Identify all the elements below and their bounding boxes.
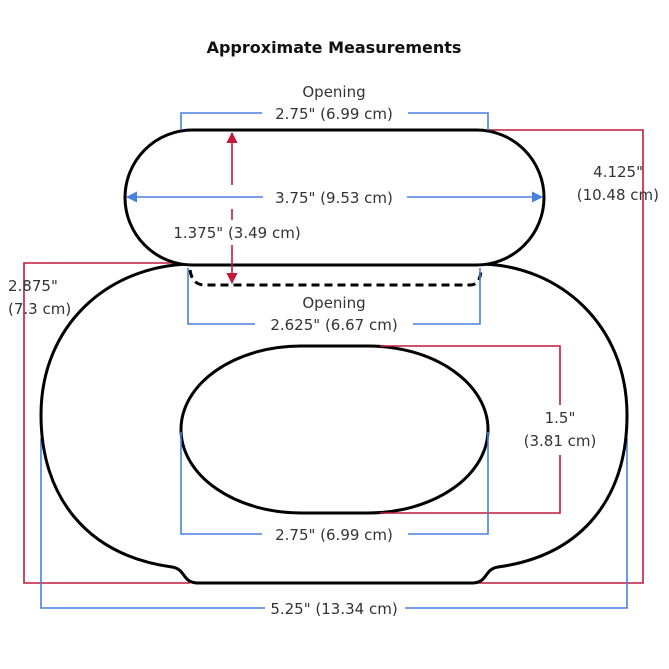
- bottom-opening-dimension-line-left: [187, 268, 255, 325]
- left-height-label-in: 2.875": [8, 277, 58, 295]
- inner-width-label: 2.75" (6.99 cm): [275, 526, 393, 544]
- left-height-dimension-line: [23, 262, 190, 584]
- inner-height-label-in: 1.5": [545, 409, 576, 427]
- upper-capsule-outline: [123, 128, 546, 267]
- inner-width-dimension-line-right: [408, 432, 489, 535]
- top-opening-dimension-line-right: [408, 112, 489, 130]
- bottom-opening-label: Opening: [302, 294, 365, 312]
- right-height-label-in: 4.125": [593, 163, 643, 181]
- inner-height-dimension-line-bottom: [380, 455, 561, 514]
- inner-width-dimension-line-left: [180, 432, 262, 535]
- overall-width-label: 5.25" (13.34 cm): [270, 600, 397, 618]
- inner-oval-outline: [179, 344, 490, 515]
- inner-height-dimension-line-top: [380, 345, 561, 405]
- inner-height-label-cm: (3.81 cm): [524, 432, 597, 450]
- top-opening-size-label: 2.75" (6.99 cm): [275, 105, 393, 123]
- overall-width-dimension-line-right: [405, 438, 628, 609]
- overall-width-dimension-line: [40, 438, 265, 609]
- upper-height-label: 1.375" (3.49 cm): [173, 224, 300, 242]
- top-opening-label: Opening: [302, 83, 365, 101]
- top-opening-dimension-line-left: [180, 112, 262, 130]
- diagram-title: Approximate Measurements: [207, 38, 462, 57]
- bottom-opening-size-label: 2.625" (6.67 cm): [270, 316, 397, 334]
- upper-width-label: 3.75" (9.53 cm): [275, 189, 393, 207]
- left-height-label-cm: (7.3 cm): [8, 300, 71, 318]
- right-height-dimension-line: [460, 129, 644, 584]
- right-height-label-cm: (10.48 cm): [577, 186, 659, 204]
- bottom-opening-dimension-line-right: [413, 268, 481, 325]
